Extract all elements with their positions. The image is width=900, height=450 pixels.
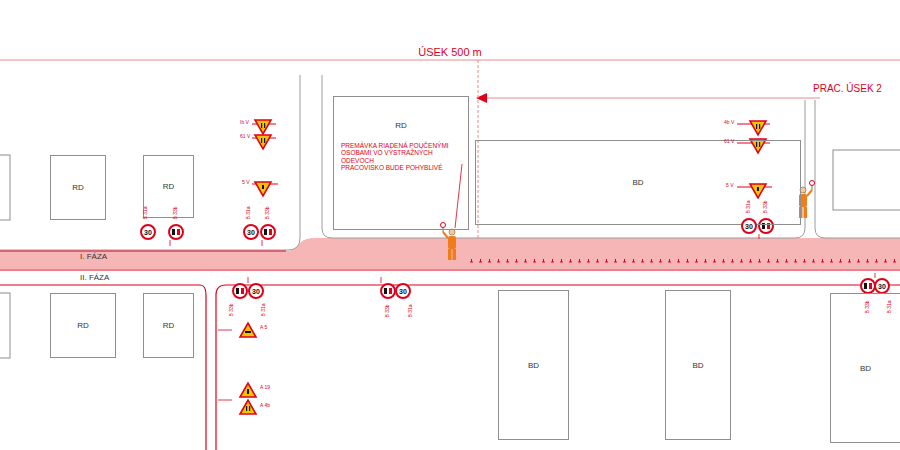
- speed-limit-sign: 30: [741, 218, 757, 234]
- building-box: BD: [498, 290, 569, 440]
- section-boundary: [478, 60, 479, 268]
- plan-label: PRAC. ÚSEK 2: [813, 83, 882, 95]
- speed-limit-sign: 30: [140, 224, 156, 240]
- building-label: RD: [51, 183, 105, 192]
- sign-code: B 31a: [746, 200, 752, 213]
- speed-value: 30: [399, 288, 407, 295]
- sign-code: B 33b: [229, 303, 235, 316]
- building-label: RD: [144, 321, 193, 330]
- building-outline: [0, 293, 10, 358]
- sign-code: B 31a: [261, 303, 267, 316]
- speed-value: 30: [247, 229, 255, 236]
- note-text: PRACOVISKO BUDE POHYBLIVÉ: [341, 164, 459, 171]
- speed-value: 30: [745, 223, 753, 230]
- building-label: RD: [144, 182, 193, 191]
- sign-code: B 31a: [408, 304, 414, 317]
- building-box: RD: [143, 293, 194, 358]
- building-label: BD: [666, 361, 730, 370]
- phase-edge: [0, 251, 286, 252]
- speed-value: 30: [252, 288, 260, 295]
- plan-label: ÚSEK 500 m: [418, 46, 482, 59]
- speed-limit-sign: 30: [248, 283, 264, 299]
- road-edge: [322, 75, 805, 238]
- sign-code: 4b V: [724, 120, 734, 126]
- building-outline: [0, 155, 10, 220]
- building-outline: [833, 150, 900, 210]
- plan-label: I. FÁZA: [80, 252, 107, 261]
- flagman-figure: [441, 223, 457, 261]
- section-line: [0, 60, 900, 61]
- sign-code: B 33b: [385, 304, 391, 317]
- building-label: RD: [51, 321, 115, 330]
- sign-code: B 33b: [265, 206, 271, 219]
- building-box: RD: [50, 293, 116, 358]
- plan-label: II. FÁZA: [80, 273, 109, 282]
- speed-limit-sign: 30: [243, 224, 259, 240]
- sign-code: B 31a: [143, 206, 149, 219]
- building-label: BD: [476, 178, 800, 187]
- warning-triangles: [240, 120, 766, 414]
- sign-code: B 31a: [887, 300, 893, 313]
- sign-code: 5 V: [726, 183, 734, 189]
- speed-value: 30: [878, 283, 886, 290]
- sign-code: B 31a: [246, 206, 252, 219]
- sign-code: B 33b: [865, 300, 871, 313]
- speed-value: 30: [144, 229, 152, 236]
- building-box: BD: [475, 140, 801, 225]
- sign-code: B 33b: [763, 200, 769, 213]
- road-edge: [815, 100, 900, 238]
- flagman-figure: [799, 181, 815, 219]
- building-box: RD: [50, 155, 106, 220]
- sign-code: 61 V: [724, 139, 734, 145]
- building-box: BD: [665, 290, 731, 440]
- building-label: BD: [499, 361, 568, 370]
- road-edge: [216, 285, 900, 450]
- phase-divider: [0, 269, 900, 270]
- sign-code: 61 V: [240, 134, 250, 140]
- cone-row: [470, 259, 896, 262]
- sign-code: B 33b: [173, 206, 179, 219]
- road-edge: [0, 285, 206, 450]
- speed-limit-sign: 30: [874, 278, 890, 294]
- sign-code: A 4b: [260, 403, 270, 409]
- sign-code: A 5: [260, 325, 267, 331]
- sign-code: 5 V: [242, 180, 250, 186]
- building-box: RD: [143, 155, 194, 218]
- building-box: BD: [830, 293, 900, 443]
- sign-pointers: [170, 234, 875, 400]
- no-overtaking-signs: [169, 219, 875, 298]
- work-section-line: [486, 98, 820, 99]
- building-label: BD: [831, 364, 900, 373]
- road-edge: [0, 75, 300, 250]
- speed-limit-sign: 30: [395, 283, 411, 299]
- building-label: RD: [334, 121, 468, 130]
- leader-lines: [455, 164, 462, 228]
- triangle-symbols: [245, 123, 760, 411]
- note-text: PREMÁVKA RIADENÁ POUČENÝMI OSOBAMI VO VÝ…: [341, 142, 459, 164]
- sign-code: A 19: [260, 385, 270, 391]
- sign-group: [252, 124, 772, 187]
- sign-code: Ib V: [240, 120, 249, 126]
